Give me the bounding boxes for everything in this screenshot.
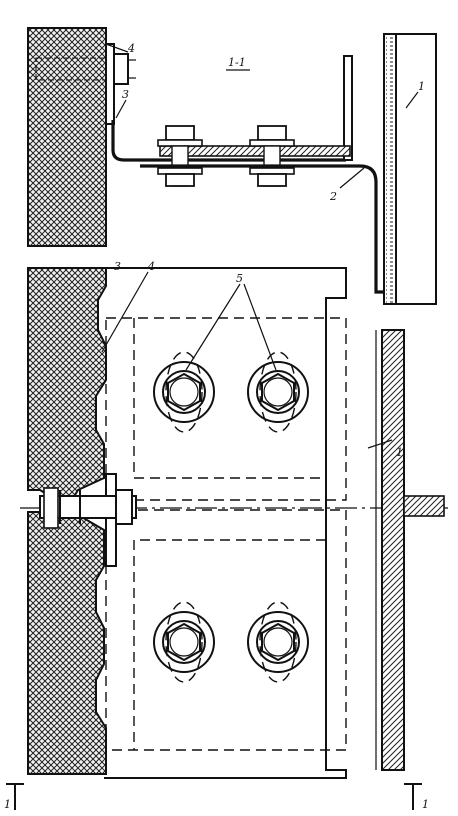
angle-bracket-leg <box>343 55 353 161</box>
hidden-plate-upper <box>105 317 347 501</box>
label-mid-4: 4 <box>147 260 155 273</box>
label-mid-5: 5 <box>236 272 243 285</box>
sandwich-panel-upper <box>27 267 107 501</box>
svg-text:1: 1 <box>4 798 11 811</box>
column-flange-face <box>386 34 396 304</box>
bolt-assembly-right <box>249 125 295 187</box>
panel-fastener-nut <box>113 53 129 85</box>
bent-plate <box>111 120 346 162</box>
hidden-plate-inner-upper <box>133 318 326 479</box>
label-right-1: 1 <box>396 446 403 459</box>
hidden-plate-inner-lower <box>133 539 326 750</box>
panel-fastener-bracket <box>105 43 115 125</box>
label-top-3: 3 <box>122 88 129 101</box>
hidden-plate-lower <box>105 509 347 751</box>
label-top-2: 2 <box>329 190 337 203</box>
section-cut-marker-left: 1 <box>4 783 24 811</box>
label-top-4: 4 <box>127 42 135 55</box>
label-top-1: 1 <box>418 80 425 93</box>
bolt-lower-right <box>247 601 309 683</box>
svg-text:1: 1 <box>422 798 429 811</box>
mounting-plate-outline <box>104 267 347 779</box>
sandwich-panel-section <box>27 27 107 247</box>
label-mid-3: 3 <box>114 260 121 273</box>
elevation-view: 3 4 5 1 1 1 <box>4 260 448 811</box>
section-title: 1-1 <box>228 56 246 69</box>
bolt-upper-right <box>247 351 309 433</box>
section-cut-marker-right: 1 <box>404 783 429 811</box>
bolt-upper-left <box>153 351 215 433</box>
connecting-angle <box>140 164 386 294</box>
section-view-1-1: 1-1 <box>27 27 437 305</box>
beam-stub <box>403 495 445 517</box>
column-elevation <box>381 329 405 771</box>
sandwich-panel-lower <box>27 505 107 775</box>
panel-joint-fastener <box>39 473 137 567</box>
bolt-lower-left <box>153 601 215 683</box>
